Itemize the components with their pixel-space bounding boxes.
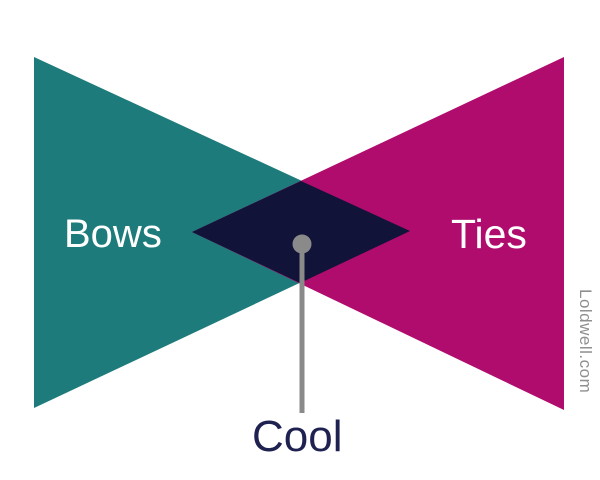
ties-label: Ties [451, 211, 527, 257]
watermark-text: Loldwell.com [576, 289, 595, 393]
cool-label: Cool [252, 412, 343, 461]
pointer-dot-icon [292, 234, 312, 254]
overlap-diamond [192, 181, 410, 283]
bows-label: Bows [64, 212, 162, 256]
